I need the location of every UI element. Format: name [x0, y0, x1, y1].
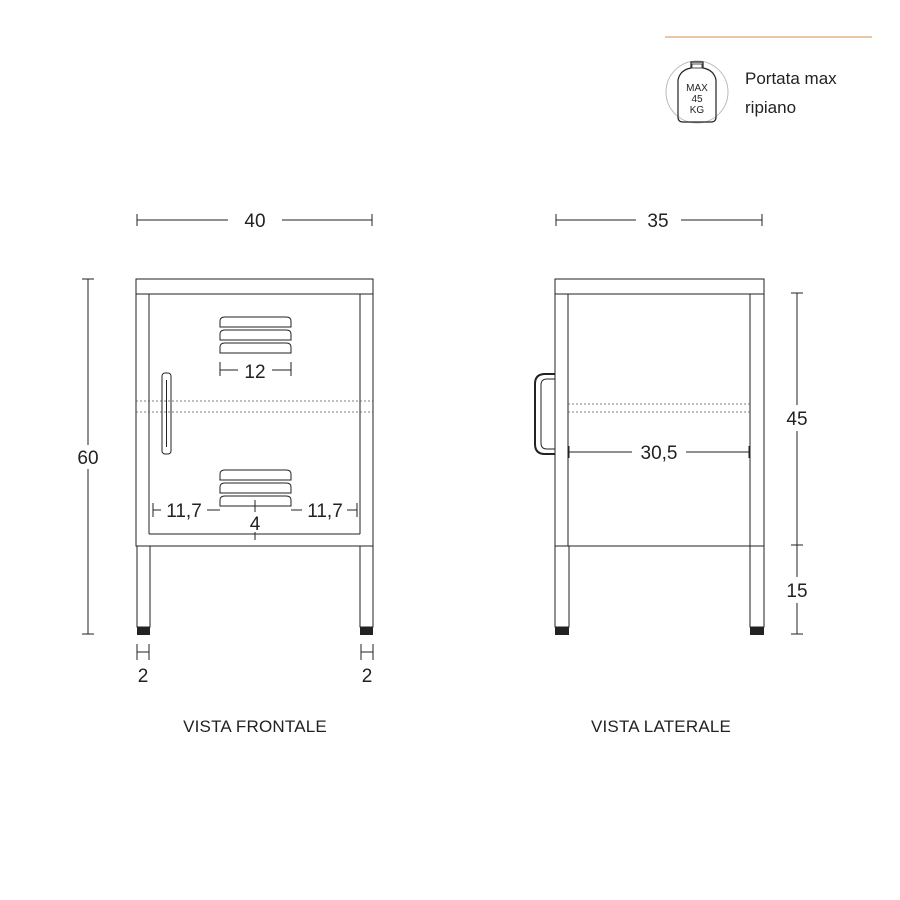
vent-gap-label: 4 — [250, 514, 261, 535]
leg-width-dimensions: 2 2 — [136, 644, 374, 687]
front-view: 40 60 — [72, 211, 374, 736]
body-height-label: 45 — [786, 409, 807, 430]
front-height-dimension: 60 — [72, 278, 106, 635]
side-cabinet — [534, 278, 765, 635]
side-view: 35 30,5 — [534, 211, 816, 736]
front-width-label: 40 — [244, 211, 265, 232]
side-width-label: 35 — [647, 211, 668, 232]
left-leg-label: 2 — [138, 666, 149, 687]
inner-depth-label: 30,5 — [641, 443, 678, 464]
legend-text-line-1: Portata max — [745, 69, 837, 88]
legend: MAX 45 KG Portata max ripiano — [665, 36, 872, 124]
upper-vents — [219, 316, 292, 354]
front-height-label: 60 — [77, 448, 98, 469]
badge-line-1: MAX — [686, 83, 708, 94]
side-height-dimensions: 45 15 — [780, 292, 816, 635]
side-handle — [534, 373, 555, 455]
side-margin-dimensions: 11,7 11,7 4 — [152, 500, 358, 540]
front-door-handle — [161, 372, 172, 455]
left-margin-label: 11,7 — [166, 501, 202, 522]
badge-line-2: 45 — [691, 94, 703, 105]
front-cabinet: 12 11,7 11,7 4 — [135, 278, 374, 635]
inner-depth-dimension: 30,5 — [568, 443, 750, 464]
side-view-caption: VISTA LATERALE — [591, 717, 731, 736]
front-width-dimension: 40 — [136, 211, 373, 232]
weight-bag-icon: MAX 45 KG — [665, 60, 729, 124]
legend-text-line-2: ripiano — [745, 98, 796, 117]
front-legs — [136, 545, 374, 635]
badge-line-3: KG — [690, 105, 705, 116]
right-margin-label: 11,7 — [307, 501, 343, 522]
vent-width-dimension: 12 — [219, 362, 292, 383]
vent-width-label: 12 — [244, 362, 265, 383]
lower-vents — [219, 469, 292, 507]
side-legs — [554, 545, 765, 635]
front-view-caption: VISTA FRONTALE — [183, 717, 327, 736]
side-width-dimension: 35 — [555, 211, 763, 232]
right-leg-label: 2 — [362, 666, 373, 687]
leg-height-label: 15 — [786, 581, 807, 602]
